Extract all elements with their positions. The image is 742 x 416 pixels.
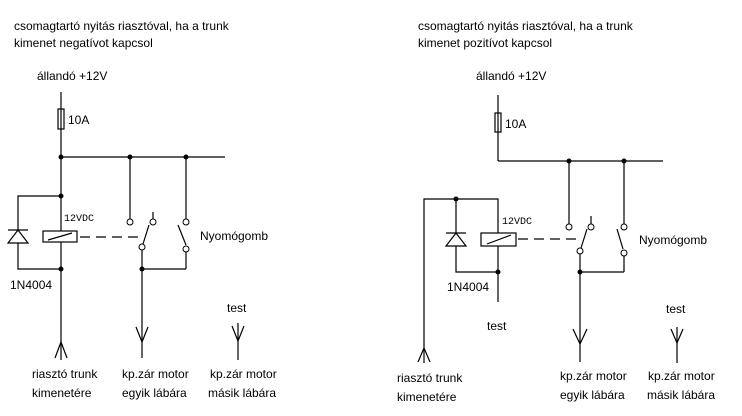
junction <box>577 269 583 275</box>
up-arrow-icon <box>417 346 431 363</box>
right-supply-label: állandó +12V <box>476 69 546 83</box>
left-ground-label: test <box>227 301 247 315</box>
left-relay-coil <box>42 230 78 243</box>
right-relay-label: 12VDC <box>502 217 532 228</box>
left-alarm-label-2: kimenetére <box>32 386 92 400</box>
left-button-label: Nyomógomb <box>200 229 268 243</box>
left-relay-label: 12VDC <box>64 214 94 225</box>
right-relay-coil <box>480 232 517 247</box>
down-arrow-icon <box>231 325 245 343</box>
left-push-button-switch <box>177 157 190 269</box>
right-title-line1: csomagtartó nyitás riasztóval, ha a trun… <box>418 19 634 33</box>
right-motor2-label-1: kp.zár motor <box>648 369 715 383</box>
down-arrow-icon <box>572 328 588 346</box>
right-relay-switch <box>565 161 595 255</box>
left-diode-label: 1N4004 <box>10 278 52 292</box>
up-arrow-icon <box>54 340 68 359</box>
left-motor1-label-1: kp.zár motor <box>122 367 189 381</box>
right-ground-label: test <box>666 302 686 316</box>
left-fuse-label: 10A <box>68 113 89 127</box>
right-alarm-label-2: kimenetére <box>397 390 457 404</box>
right-motor1-label-2: egyik lábára <box>560 388 625 402</box>
right-motor2-label-2: másik lábára <box>647 388 715 402</box>
right-diode-label: 1N4004 <box>447 280 489 294</box>
left-title-line1: csomagtartó nyitás riasztóval, ha a trun… <box>14 19 230 33</box>
left-supply-label: állandó +12V <box>37 69 107 83</box>
right-diode <box>444 199 498 273</box>
left-relay-switch <box>126 157 157 251</box>
right-fuse-label: 10A <box>505 117 526 131</box>
right-title-line2: kimenet pozitívot kapcsol <box>418 36 552 50</box>
down-arrow-icon <box>135 326 149 344</box>
left-title-line2: kimenet negatívot kapcsol <box>14 36 153 50</box>
right-motor1-label-1: kp.zár motor <box>560 369 627 383</box>
right-circuit: csomagtartó nyitás riasztóval, ha a trun… <box>397 19 715 404</box>
junction <box>139 266 145 272</box>
left-alarm-label-1: riasztó trunk <box>32 367 98 381</box>
right-fuse <box>494 95 502 161</box>
left-motor2-label-1: kp.zár motor <box>210 367 277 381</box>
left-circuit: csomagtartó nyitás riasztóval, ha a trun… <box>6 19 277 400</box>
right-alarm-wire <box>423 198 499 363</box>
left-motor2-label-2: másik lábára <box>208 386 276 400</box>
down-arrow-icon <box>670 328 684 345</box>
left-diode <box>6 195 61 270</box>
right-button-label: Nyomógomb <box>639 233 707 247</box>
right-relay-ground-label: test <box>487 319 507 333</box>
right-alarm-label-1: riasztó trunk <box>397 371 463 385</box>
right-push-button-switch <box>616 161 628 272</box>
left-motor1-label-2: egyik lábára <box>122 386 187 400</box>
left-fuse <box>57 92 65 157</box>
